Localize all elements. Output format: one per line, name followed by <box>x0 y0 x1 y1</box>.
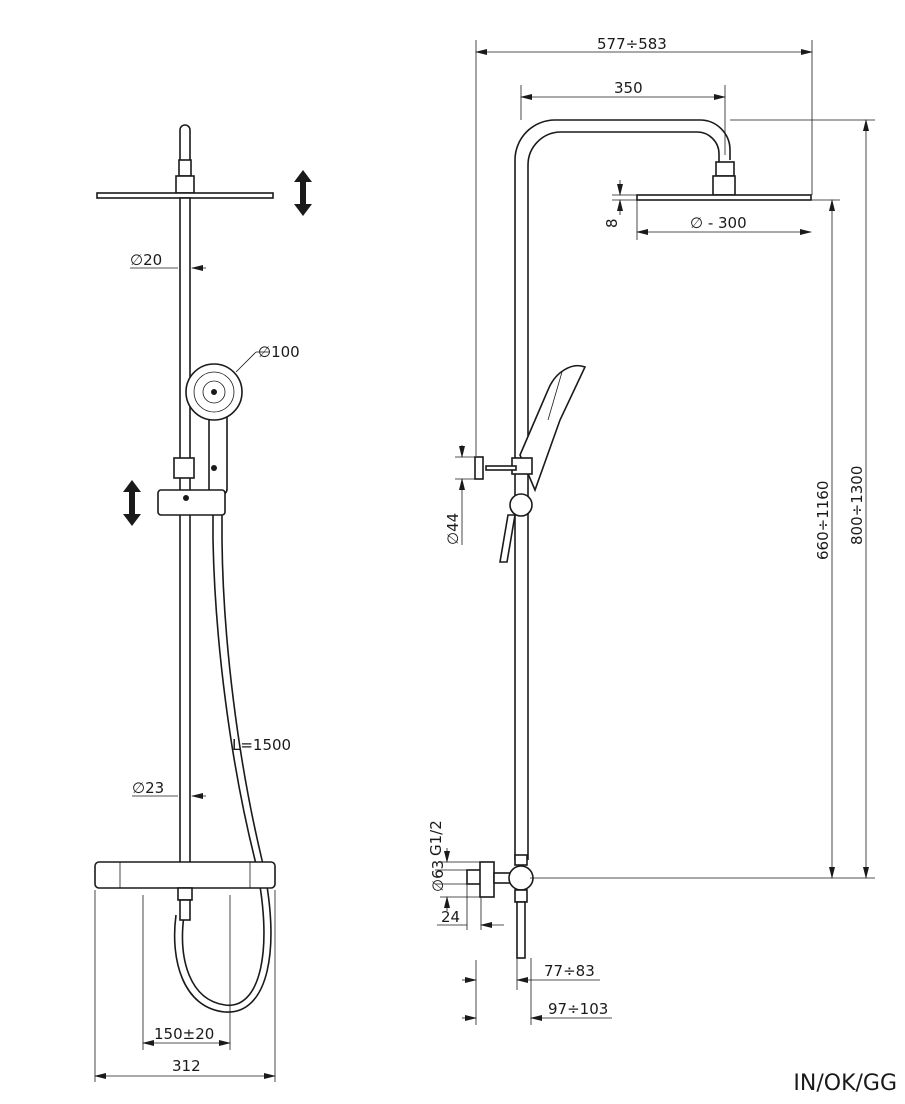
riser-arm-inner <box>527 131 720 860</box>
inlet-spacing-label: 150±20 <box>154 1025 214 1043</box>
lower-pipe-diameter-label: ∅23 <box>132 779 164 797</box>
slider-top <box>173 457 195 479</box>
total-height-range-label: 800÷1300 <box>848 466 866 545</box>
holder-diameter-label: ∅44 <box>444 513 462 545</box>
escutcheon-diameter-label: ∅63 <box>429 860 447 892</box>
head-connector <box>712 175 736 196</box>
hand-shower-side <box>519 365 587 493</box>
wall-holder <box>474 456 484 480</box>
escutcheon-depth-label: 24 <box>441 908 460 926</box>
riser-arm-outer <box>514 119 731 860</box>
overhead-shower-plate-side <box>636 194 812 201</box>
hand-shower-diameter-label: ∅100 <box>258 343 300 361</box>
arm-reach-label: 350 <box>614 79 643 97</box>
height-adjust-arrow-icon <box>294 170 312 216</box>
escutcheon <box>479 861 495 898</box>
rail-diameter-label: ∅20 <box>130 251 162 269</box>
front-view: ∅20 ∅100 L=1500 ∅23 150±20 312 <box>94 124 312 1082</box>
product-code: IN/OK/GG <box>793 1071 897 1096</box>
slider-bracket <box>157 489 226 516</box>
head-height-range-label: 660÷1160 <box>814 481 832 560</box>
wall-distance-2-label: 97÷103 <box>548 1000 608 1018</box>
side-view: 577÷583 350 8 ∅ - 300 660÷1160 800÷1300 … <box>427 35 875 1025</box>
overall-width-label: 312 <box>172 1057 201 1075</box>
thermostat-body <box>94 861 276 889</box>
head-nut <box>175 175 195 194</box>
outlet-pipe <box>516 901 526 959</box>
head-diameter-label: ∅ - 300 <box>690 214 747 232</box>
inlet-thread-label: G1/2 <box>427 820 445 856</box>
hose-side <box>499 514 516 563</box>
slider-adjust-arrow-icon <box>123 480 141 526</box>
arm-connector <box>178 159 192 177</box>
outlet-nut <box>177 887 193 901</box>
overall-projection-label: 577÷583 <box>597 35 667 53</box>
head-thickness-label: 8 <box>603 218 621 228</box>
top-arm <box>179 124 191 165</box>
wall-distance-1-label: 77÷83 <box>544 962 595 980</box>
rail-pipe <box>179 197 191 864</box>
hand-shower <box>185 363 243 496</box>
mixer-body <box>508 865 534 891</box>
hose-outer <box>173 515 272 1013</box>
slider-knob <box>509 493 533 517</box>
hose <box>181 515 265 1006</box>
hose-length-label: L=1500 <box>232 736 291 754</box>
